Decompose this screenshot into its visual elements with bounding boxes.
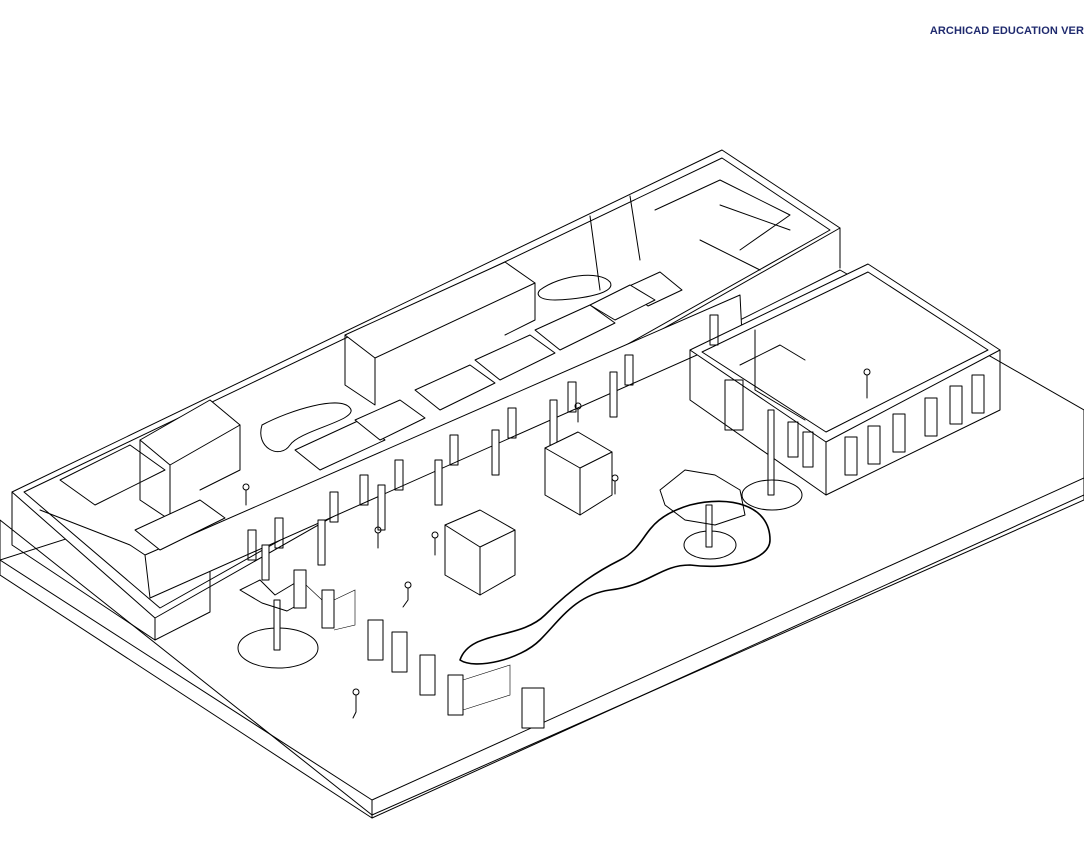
annex-windows [724, 374, 985, 476]
courtyard-columns [261, 371, 775, 581]
gates-fences [293, 569, 545, 729]
shelving-units [59, 261, 656, 551]
winding-path [459, 500, 771, 665]
watermark-text: ARCHICAD EDUCATION VER [929, 25, 1084, 37]
annex-building [689, 263, 1001, 496]
curved-benches [260, 274, 612, 453]
courtyard-kiosks [444, 431, 613, 596]
courtyard-doors [247, 314, 719, 561]
people-figures [242, 368, 871, 719]
main-building [11, 149, 841, 641]
